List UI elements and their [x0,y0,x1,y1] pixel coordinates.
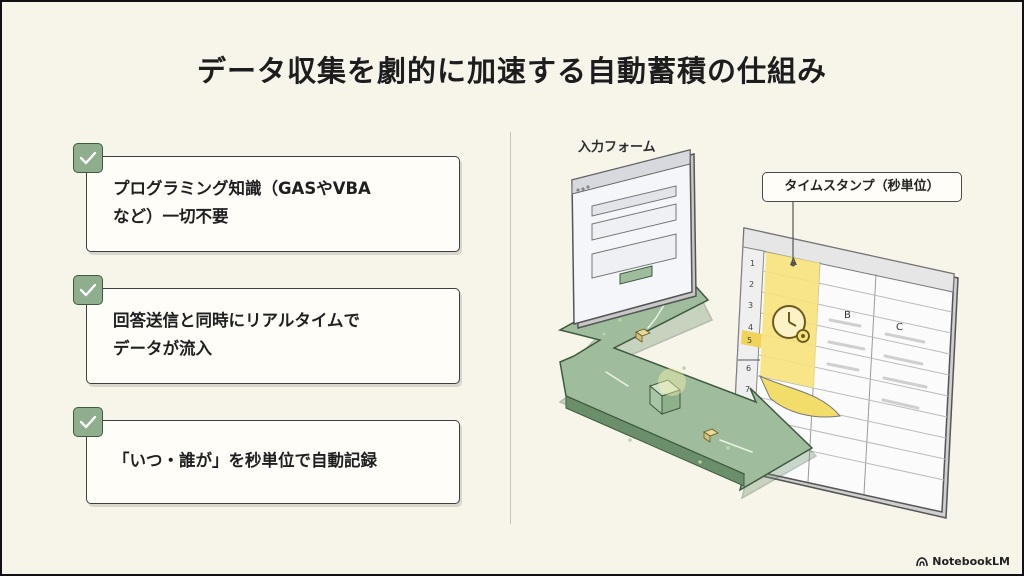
row-number: 7 [745,385,750,394]
feature-text-line1: プログラミング知識（GASやVBA [113,179,371,198]
feature-text-line1: 回答送信と同時にリアルタイムで [113,311,361,330]
row-number: 6 [746,364,751,373]
feature-text-line1: 「いつ・誰が」を秒単位で自動記録 [113,451,377,470]
row-number: 2 [749,280,754,289]
feature-text: プログラミング知識（GASやVBA など）一切不要 [113,175,441,231]
row-number: 3 [748,301,753,310]
feature-card-no-code: プログラミング知識（GASやVBA など）一切不要 [73,143,460,252]
brand-name: NotebookLM [932,555,1010,568]
form-window-icon [571,149,697,329]
column-c-label: C [896,322,903,333]
form-label: 入力フォーム [578,140,656,155]
row-number: 1 [750,259,755,268]
notebooklm-icon [916,556,929,566]
column-b-label: B [844,310,851,321]
slide-title: データ収集を劇的に加速する自動蓄積の仕組み [196,54,827,88]
vertical-divider [510,132,511,524]
feature-text: 回答送信と同時にリアルタイムで データが流入 [113,307,441,363]
check-icon [73,143,103,173]
timestamp-callout: タイムスタンプ（秒単位） [762,172,962,202]
feature-card-realtime: 回答送信と同時にリアルタイムで データが流入 [73,275,460,384]
check-icon [73,407,103,437]
brand-logo: NotebookLM [916,555,1010,568]
flow-arrow-icon [557,279,818,500]
data-cube-icon [648,379,682,416]
feature-text-line2: データが流入 [113,339,212,358]
feature-card-timestamp: 「いつ・誰が」を秒単位で自動記録 [73,407,460,504]
check-icon [73,275,103,305]
feature-text: 「いつ・誰が」を秒単位で自動記録 [113,447,441,475]
row-number: 4 [748,323,753,332]
feature-text-line2: など）一切不要 [113,207,229,226]
row-number: 5 [747,336,752,345]
